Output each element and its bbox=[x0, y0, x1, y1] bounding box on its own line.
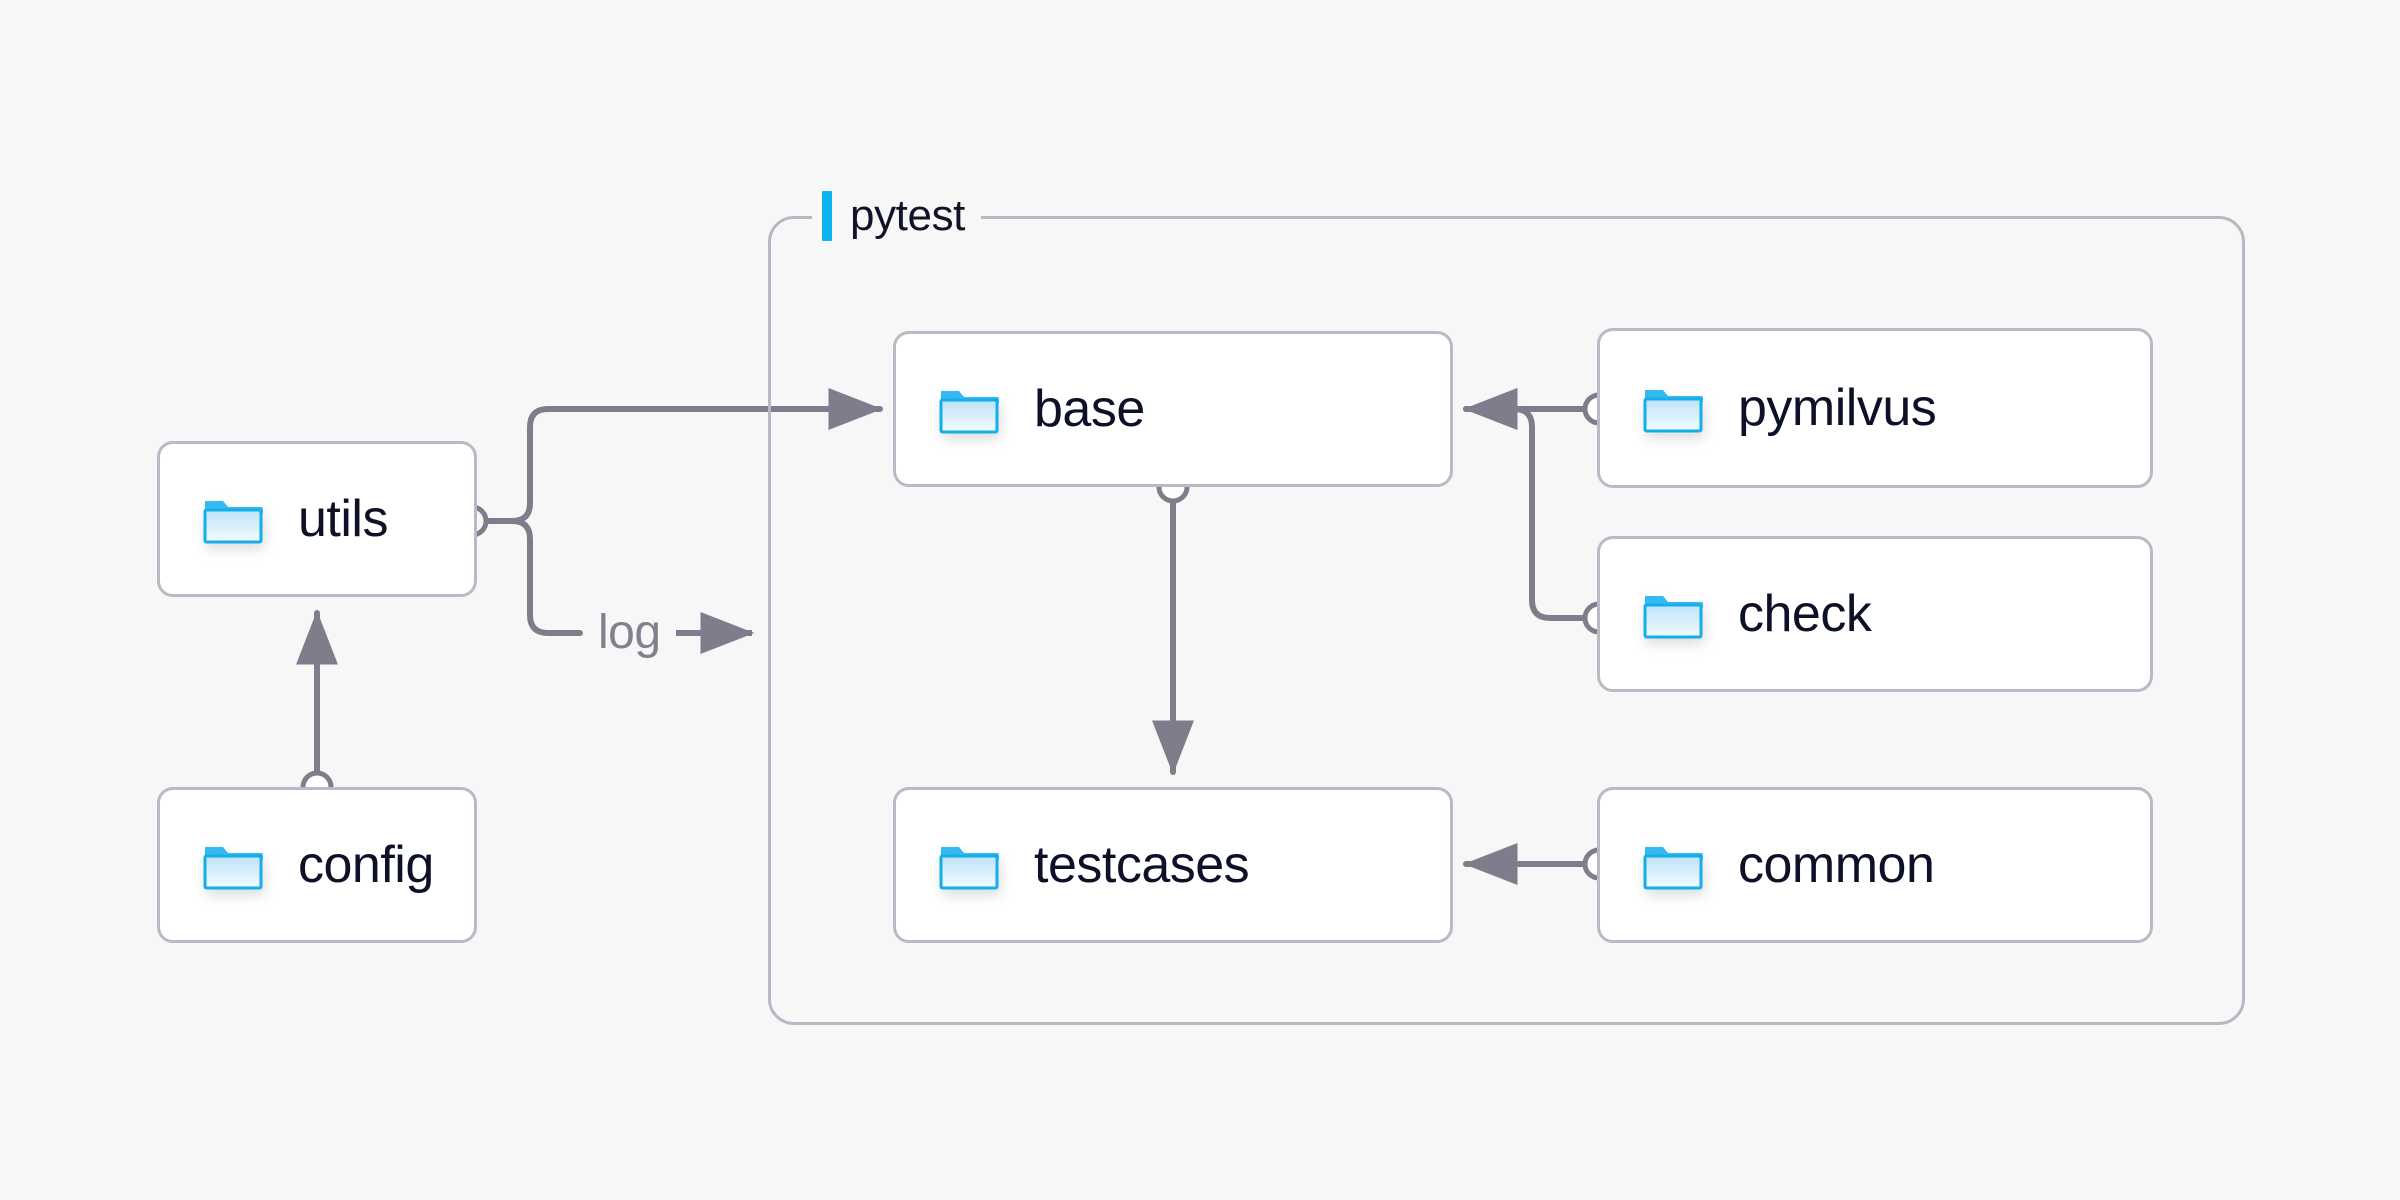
edge-label-log: log bbox=[598, 606, 661, 659]
node-label: pymilvus bbox=[1738, 379, 1937, 437]
folder-icon bbox=[202, 839, 264, 891]
folder-icon bbox=[1642, 588, 1704, 640]
node-label: common bbox=[1738, 836, 1935, 894]
node-label: config bbox=[298, 836, 434, 894]
accent-bar-icon bbox=[822, 191, 832, 241]
folder-icon bbox=[1642, 382, 1704, 434]
node-label: testcases bbox=[1034, 836, 1250, 894]
folder-icon bbox=[938, 383, 1000, 435]
node-label: utils bbox=[298, 490, 388, 548]
node-base[interactable]: base bbox=[893, 331, 1453, 487]
folder-icon bbox=[938, 839, 1000, 891]
node-common[interactable]: common bbox=[1597, 787, 2153, 943]
node-testcases[interactable]: testcases bbox=[893, 787, 1453, 943]
node-config[interactable]: config bbox=[157, 787, 477, 943]
node-label: check bbox=[1738, 585, 1872, 643]
group-pytest-label: pytest bbox=[812, 187, 981, 245]
folder-icon bbox=[202, 493, 264, 545]
folder-icon bbox=[1642, 839, 1704, 891]
node-pymilvus[interactable]: pymilvus bbox=[1597, 328, 2153, 488]
group-pytest[interactable] bbox=[768, 216, 2245, 1025]
node-utils[interactable]: utils bbox=[157, 441, 477, 597]
group-pytest-title: pytest bbox=[850, 191, 965, 240]
edge-utils-to-log bbox=[483, 518, 583, 636]
node-label: base bbox=[1034, 380, 1145, 438]
node-check[interactable]: check bbox=[1597, 536, 2153, 692]
